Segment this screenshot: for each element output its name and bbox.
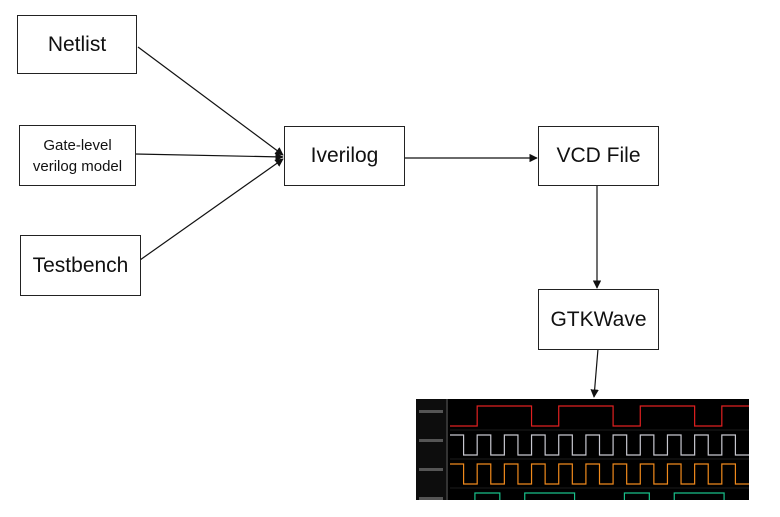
- arrow-testbench-to-iverilog: [139, 158, 284, 261]
- testbench-node: Testbench: [20, 235, 141, 296]
- vcd-file-node: VCD File: [538, 126, 659, 186]
- signal-trace-3: [474, 492, 725, 500]
- arrow-gtkwave-to-waveform: [590, 348, 599, 398]
- waveform-background: [416, 399, 749, 500]
- netlist-label: Netlist: [47, 32, 107, 56]
- arrow-gatelevel-to-iverilog: [134, 152, 284, 162]
- signal-name-1: [419, 439, 443, 442]
- gate-level-model-node: Gate-level verilog model: [19, 125, 136, 186]
- signal-trace-0: [450, 405, 749, 427]
- vcd-file-label: VCD File: [556, 144, 641, 167]
- arrow-netlist-to-iverilog: [137, 46, 284, 156]
- signal-name-2: [419, 468, 443, 471]
- gtkwave-label: GTKWave: [550, 307, 647, 331]
- signal-trace-2: [450, 463, 749, 485]
- gtkwave-node: GTKWave: [538, 289, 659, 350]
- signal-name-3: [419, 497, 443, 500]
- signal-name-pane: [416, 399, 446, 500]
- signal-name-0: [419, 410, 443, 413]
- netlist-node: Netlist: [17, 15, 137, 74]
- testbench-label: Testbench: [32, 253, 129, 277]
- iverilog-label: Iverilog: [310, 144, 379, 167]
- waveform-screenshot-image: [416, 399, 749, 500]
- signal-trace-1: [450, 434, 749, 456]
- gate-level-label-line1: Gate-level: [43, 136, 112, 154]
- iverilog-node: Iverilog: [284, 126, 405, 186]
- gate-level-label-line2: verilog model: [32, 157, 123, 175]
